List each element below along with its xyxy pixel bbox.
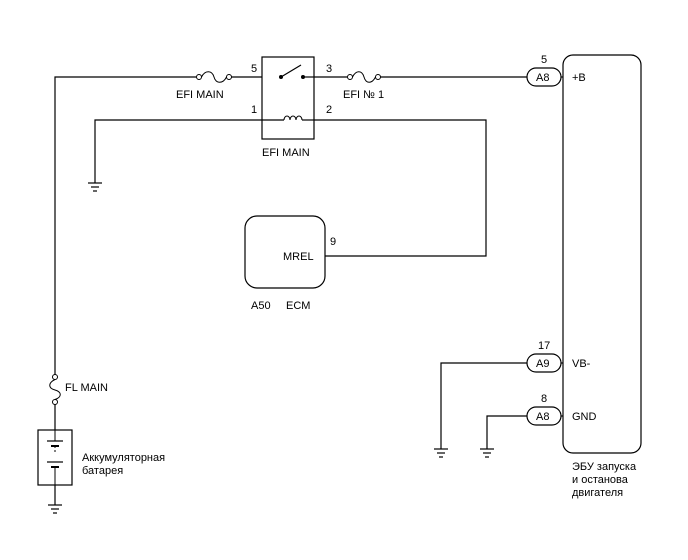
pin-8-label: 8 [541, 393, 547, 405]
wire-vb-ground [440, 362, 527, 449]
fuse-fl-main [49, 374, 61, 405]
relay-pin-5: 5 [251, 63, 257, 75]
ebu-block [562, 54, 642, 454]
ecm-terminal-mrel: MREL [283, 251, 314, 263]
wire-battery-to-efi-main [54, 76, 196, 375]
ground-battery-icon [48, 504, 62, 514]
ebu-label-line3: двигателя [572, 487, 623, 499]
terminal-vb: VB- [572, 358, 591, 370]
ecm-connector: A50 [251, 300, 271, 312]
ground-vb-icon [434, 448, 448, 458]
battery-label-line1: Аккумуляторная [82, 452, 165, 464]
ground-gnd-icon [480, 448, 494, 458]
terminal-gnd: GND [572, 411, 597, 423]
relay-pin-3: 3 [326, 63, 332, 75]
wire-relay-to-ecm [314, 119, 487, 257]
wire-relay-coil-ground [94, 119, 262, 183]
ecm-name: ECM [286, 300, 310, 312]
ecm-pin-9: 9 [330, 236, 336, 248]
terminal-plusb: +B [572, 72, 586, 84]
relay-label: EFI MAIN [262, 147, 310, 159]
ground-relay-icon [88, 182, 102, 192]
connector-a8-plusb-label: A8 [536, 72, 549, 84]
pin-17-label: 17 [538, 340, 550, 352]
connector-a8-gnd-label: A8 [536, 411, 549, 423]
fuse-efi-main-label: EFI MAIN [176, 89, 224, 101]
wire-gnd-ground [486, 415, 527, 449]
battery-icon [47, 430, 63, 485]
fuse-fl-main-label: FL MAIN [65, 382, 108, 394]
fuse-efi-no1-label: EFI № 1 [343, 89, 384, 101]
relay-pin-2: 2 [326, 104, 332, 116]
fuse-efi-main [196, 71, 232, 83]
ebu-label-line1: ЭБУ запуска [572, 461, 637, 473]
connector-a9-vb-label: A9 [536, 358, 549, 370]
relay-coil [262, 115, 314, 121]
battery-label-line2: батарея [82, 465, 123, 477]
ecm-block [244, 215, 326, 289]
relay-efi-main [261, 56, 315, 140]
relay-pin-1: 1 [251, 104, 257, 116]
ebu-label-line2: и останова [572, 474, 629, 486]
fuse-efi-no1 [347, 71, 381, 83]
pin-5-label: 5 [541, 54, 547, 66]
relay-switch [279, 64, 314, 79]
